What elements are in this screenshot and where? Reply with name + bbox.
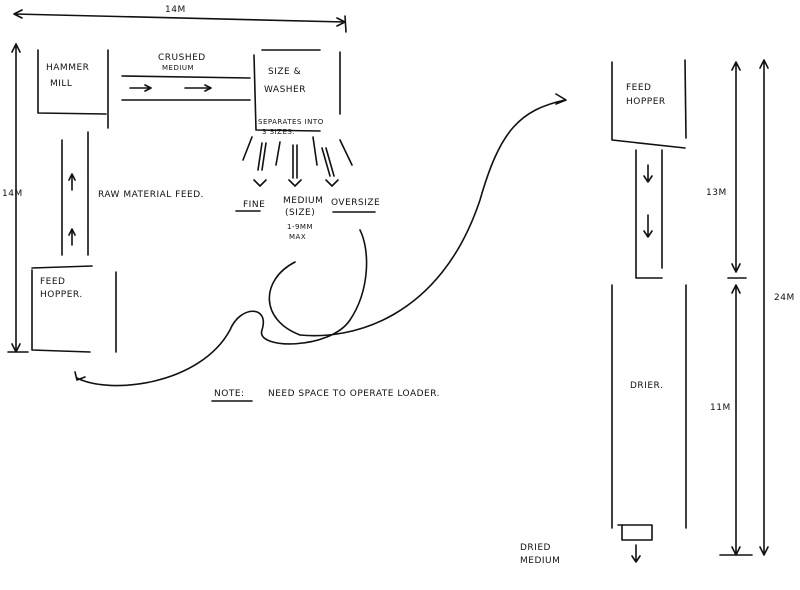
right-dimensions: 13M 11M 24M	[706, 59, 795, 556]
loader-path	[74, 93, 567, 387]
svg-text:HOPPER.: HOPPER.	[40, 290, 83, 300]
svg-text:WASHER: WASHER	[264, 85, 306, 95]
top-dimension: 14M	[13, 5, 347, 33]
svg-text:HOPPER: HOPPER	[626, 97, 666, 107]
raw-material-conveyor: RAW MATERIAL FEED.	[61, 131, 204, 256]
svg-text:MEDIUM: MEDIUM	[162, 64, 194, 72]
svg-text:MILL: MILL	[50, 79, 72, 89]
svg-text:11M: 11M	[710, 403, 731, 413]
svg-text:DRIER.: DRIER.	[630, 381, 663, 391]
note-label: NOTE:	[214, 389, 245, 399]
oversize-label: OVERSIZE	[331, 198, 380, 208]
svg-text:FEED: FEED	[40, 277, 65, 287]
output-arrows	[242, 136, 353, 187]
medium-label: MEDIUM	[283, 196, 323, 206]
svg-text:MAX: MAX	[289, 233, 306, 241]
svg-text:24M: 24M	[774, 293, 795, 303]
hammer-mill: HAMMER MILL	[37, 49, 109, 129]
note-text: NEED SPACE TO OPERATE LOADER.	[268, 389, 440, 399]
left-dimension-label: 14M	[2, 189, 23, 199]
svg-text:(SIZE): (SIZE)	[285, 208, 315, 218]
svg-text:FEED: FEED	[626, 83, 651, 93]
svg-text:3 SIZES.: 3 SIZES.	[262, 128, 295, 136]
drier-feed-chute	[635, 149, 663, 279]
top-dimension-label: 14M	[165, 5, 186, 15]
svg-text:SEPARATES INTO: SEPARATES INTO	[258, 118, 324, 126]
dried-medium-label: DRIED	[520, 543, 551, 553]
crushed-medium-conveyor: CRUSHED MEDIUM	[121, 53, 251, 101]
fine-label: FINE	[243, 200, 265, 210]
svg-text:HAMMER: HAMMER	[46, 63, 89, 73]
svg-text:CRUSHED: CRUSHED	[158, 53, 206, 63]
left-dimension: 14M	[2, 43, 29, 353]
svg-text:RAW MATERIAL FEED.: RAW MATERIAL FEED.	[98, 190, 204, 200]
feed-hopper-right: FEED HOPPER	[611, 59, 687, 149]
size-washer: SIZE & WASHER SEPARATES INTO 3 SIZES.	[253, 49, 341, 136]
svg-text:SIZE &: SIZE &	[268, 67, 301, 77]
svg-text:13M: 13M	[706, 188, 727, 198]
drier: DRIER.	[611, 284, 687, 563]
feed-hopper-left: FEED HOPPER.	[31, 265, 117, 353]
svg-text:1-9MM: 1-9MM	[287, 223, 313, 231]
svg-text:MEDIUM: MEDIUM	[520, 556, 560, 566]
